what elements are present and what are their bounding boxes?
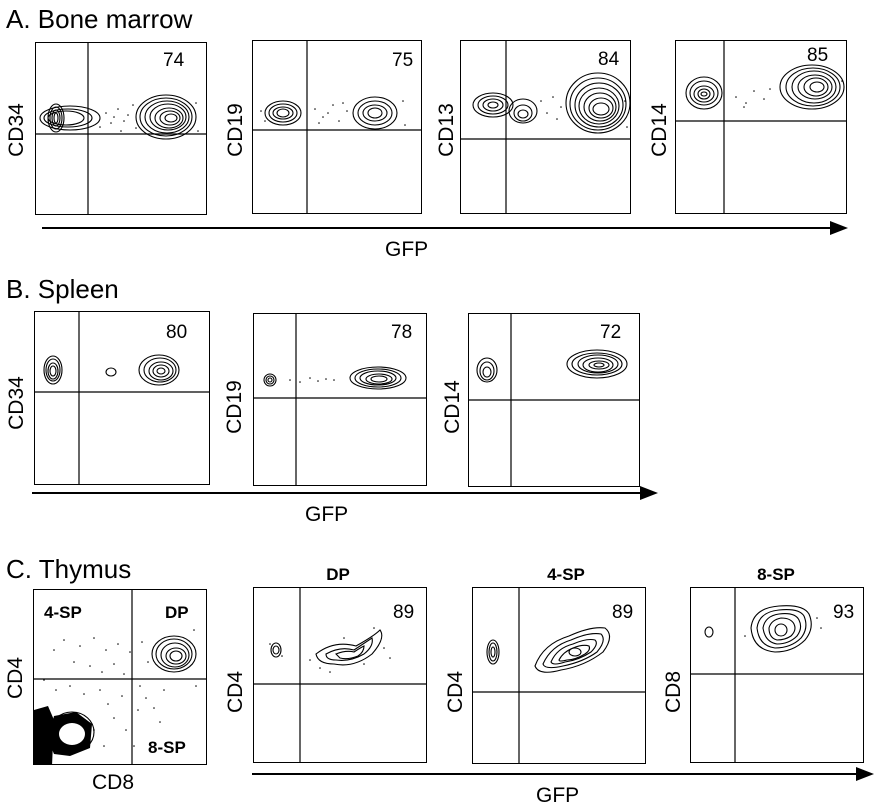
percent-label: 80 [166,322,188,343]
contour-plot [461,41,630,213]
y-axis-label: CD13 [435,103,458,157]
panel-title-dp: DP [326,565,350,584]
y-axis-label: CD19 [223,380,246,434]
percent-label: 89 [612,602,634,623]
percent-label: 89 [393,602,415,623]
y-axis-label: CD34 [5,103,28,157]
flow-plot-spleen-cd19 [253,313,427,486]
flow-plot-thymus-gating [33,589,207,765]
y-axis-label: CD4 [224,671,247,714]
flow-plot-spleen-cd14 [468,313,640,487]
contour-plot [254,588,426,762]
percent-label: 84 [598,49,620,70]
x-axis-label: GFP [305,503,349,526]
flow-plot-thymus-dp [253,587,427,763]
contour-plot [254,314,426,485]
y-axis-label: CD14 [441,380,464,434]
flow-plot-bm-cd13 [460,40,631,214]
percent-label: 85 [807,45,829,66]
section-title-spleen: B. Spleen [6,274,119,304]
contour-plot [473,588,645,763]
contour-plot [691,588,863,762]
x-axis-label: GFP [536,784,580,807]
percent-label: 78 [391,322,413,343]
x-axis-label-cd8: CD8 [92,771,135,794]
y-axis-label: CD34 [5,376,28,430]
y-axis-label: CD8 [662,671,685,714]
panel-title-8-sp: 8-SP [757,565,795,584]
contour-plot [34,590,206,764]
contour-plot [676,41,846,213]
percent-label: 74 [163,50,185,71]
percent-label: 93 [833,602,855,623]
flow-plot-thymus-4-sp [472,587,646,764]
contour-plot [253,41,421,213]
y-axis-label: CD14 [648,103,671,157]
flow-plot-thymus-8-sp [690,587,864,763]
percent-label: 72 [600,322,622,343]
flow-plot-bm-cd19 [252,40,422,214]
percent-label: 75 [392,50,414,71]
gate-label-8-sp: 8-SP [148,738,186,757]
y-axis-label: CD4 [4,657,27,700]
gate-label-dp: DP [165,603,189,622]
contour-plot [36,43,206,214]
flow-plot-bm-cd34 [35,42,207,215]
x-axis-label: GFP [385,238,429,261]
section-title-thymus: C. Thymus [6,554,132,584]
y-axis-label: CD4 [444,671,467,714]
gate-label-4-sp: 4-SP [44,603,82,622]
section-title-bone-marrow: A. Bone marrow [6,4,193,34]
panel-title-4-sp: 4-SP [547,565,585,584]
contour-plot [469,314,639,486]
y-axis-label: CD19 [224,103,247,157]
flow-plot-spleen-cd34 [34,311,210,485]
flow-plot-bm-cd14 [675,40,847,214]
contour-plot [35,312,209,484]
